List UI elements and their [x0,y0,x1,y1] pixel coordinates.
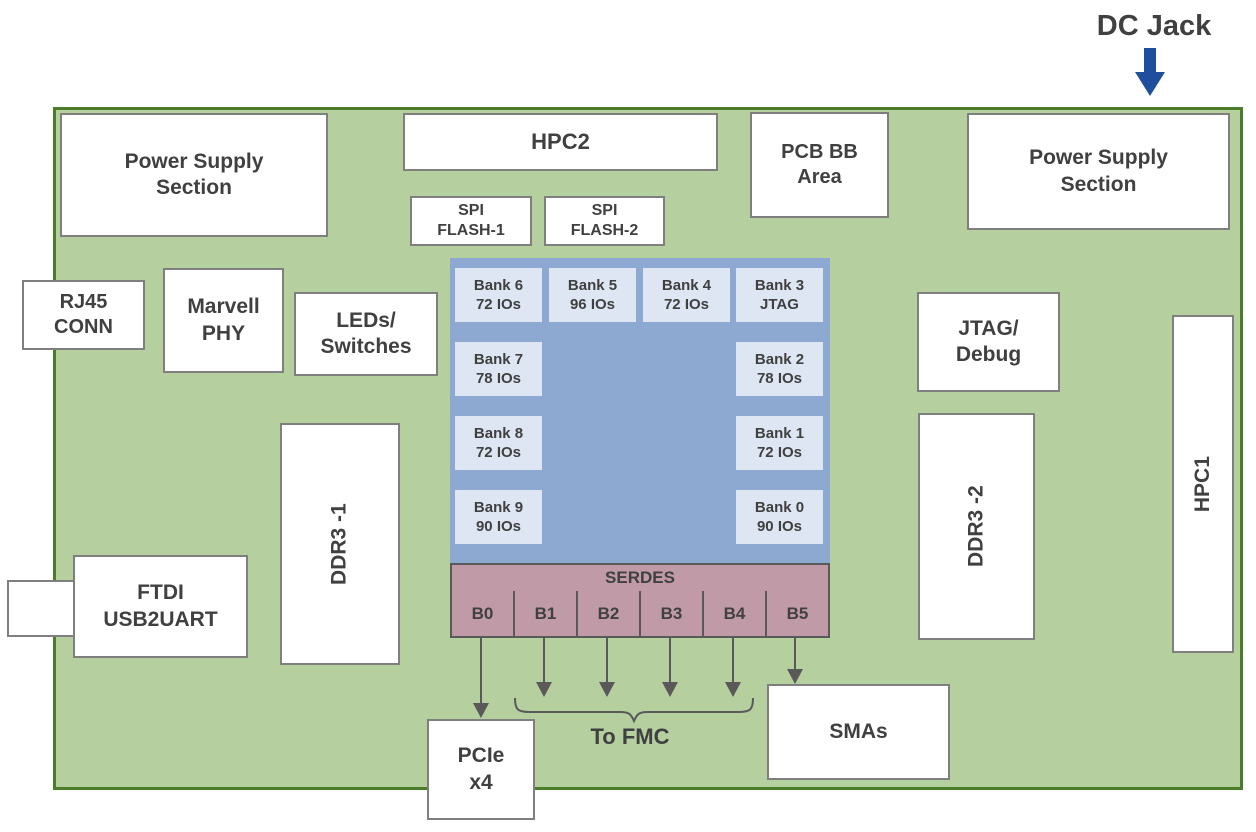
serdes-block: SERDES B0 B1 B2 B3 B4 B5 [450,563,830,638]
bank-3-label: Bank 3 JTAG [754,276,805,314]
serdes-segments: B0 B1 B2 B3 B4 B5 [452,591,828,636]
power-supply-right-box: Power Supply Section [967,113,1230,230]
bank-5-label: Bank 5 96 IOs [567,276,618,314]
serdes-label: SERDES [605,568,675,587]
fpga-bank-block: Bank 6 72 IOs Bank 5 96 IOs Bank 4 72 IO… [450,258,830,563]
fmc-group-brace-icon [514,697,754,724]
ftdi-usb2uart-label: FTDI USB2UART [103,581,218,631]
marvell-phy-label: Marvell PHY [187,295,260,345]
smas-label: SMAs [829,719,888,743]
serdes-segment-b2: B2 [576,591,639,636]
hpc2-label: HPC2 [531,129,590,155]
bank-9-box: Bank 9 90 IOs [455,490,542,544]
jtag-debug-box: JTAG/ Debug [917,292,1060,392]
b3-arrow-stem [669,638,671,683]
serdes-segment-b1: B1 [513,591,576,636]
bank-0-label: Bank 0 90 IOs [754,498,805,536]
b1-arrow-head-icon [536,682,552,697]
smas-box: SMAs [767,684,950,780]
b0-arrow-stem [480,638,482,704]
to-fmc-label: To FMC [590,724,670,749]
bank-8-box: Bank 8 72 IOs [455,416,542,470]
dc-jack-down-arrow-icon [1135,48,1165,96]
bank-2-box: Bank 2 78 IOs [736,342,823,396]
b2-arrow-head-icon [599,682,615,697]
hpc1-box: HPC1 [1172,315,1234,653]
bank-4-label: Bank 4 72 IOs [661,276,712,314]
leds-switches-label: LEDs/ Switches [320,308,412,358]
bank-3-box: Bank 3 JTAG [736,268,823,322]
bank-0-box: Bank 0 90 IOs [736,490,823,544]
dc-jack-label: DC Jack [1096,10,1212,42]
spi-flash-2-box: SPI FLASH-2 [544,196,665,246]
power-supply-left-box: Power Supply Section [60,113,328,237]
bank-9-label: Bank 9 90 IOs [473,498,524,536]
bank-1-label: Bank 1 72 IOs [754,424,805,462]
ddr3-2-box: DDR3 -2 [918,413,1035,640]
pcb-bb-area-label: PCB BB Area [781,141,858,188]
bank-2-label: Bank 2 78 IOs [754,350,805,388]
pcie-x4-label: PCIe x4 [457,744,505,794]
b5-arrow-head-icon [787,669,803,684]
bank-5-box: Bank 5 96 IOs [549,268,636,322]
b1-arrow-stem [543,638,545,683]
pcb-bb-area-box: PCB BB Area [750,112,889,218]
bank-7-label: Bank 7 78 IOs [473,350,524,388]
spi-flash-1-label: SPI FLASH-1 [437,202,505,239]
pcie-x4-box: PCIe x4 [427,719,535,820]
b2-arrow-stem [606,638,608,683]
hpc1-label: HPC1 [1190,455,1214,513]
ddr3-1-box: DDR3 -1 [280,423,400,665]
b4-arrow-head-icon [725,682,741,697]
leds-switches-box: LEDs/ Switches [294,292,438,376]
ddr3-2-label: DDR3 -2 [964,485,988,568]
ddr3-1-label: DDR3 -1 [327,503,351,585]
serdes-segment-b3: B3 [639,591,702,636]
rj45-conn-label: RJ45 CONN [54,291,113,338]
hpc2-box: HPC2 [403,113,718,171]
serdes-segment-b0: B0 [471,603,494,623]
ftdi-usb2uart-box: FTDI USB2UART [73,555,248,658]
b0-arrow-head-icon [473,703,489,718]
bank-8-label: Bank 8 72 IOs [473,424,524,462]
jtag-debug-label: JTAG/ Debug [955,316,1022,366]
bank-7-box: Bank 7 78 IOs [455,342,542,396]
spi-flash-1-box: SPI FLASH-1 [410,196,532,246]
bank-6-box: Bank 6 72 IOs [455,268,542,322]
b4-arrow-stem [732,638,734,683]
bank-1-box: Bank 1 72 IOs [736,416,823,470]
serdes-segment-b4: B4 [702,591,765,636]
spi-flash-2-label: SPI FLASH-2 [570,202,639,239]
marvell-phy-box: Marvell PHY [163,268,284,373]
serdes-segment-b5: B5 [765,591,828,636]
power-supply-left-label: Power Supply Section [124,149,264,199]
ftdi-usb-connector-tab [7,580,80,637]
bank-4-box: Bank 4 72 IOs [643,268,730,322]
bank-6-label: Bank 6 72 IOs [473,276,524,314]
power-supply-right-label: Power Supply Section [1029,146,1168,196]
rj45-conn-box: RJ45 CONN [22,280,145,350]
b3-arrow-head-icon [662,682,678,697]
b5-arrow-stem [794,638,796,670]
